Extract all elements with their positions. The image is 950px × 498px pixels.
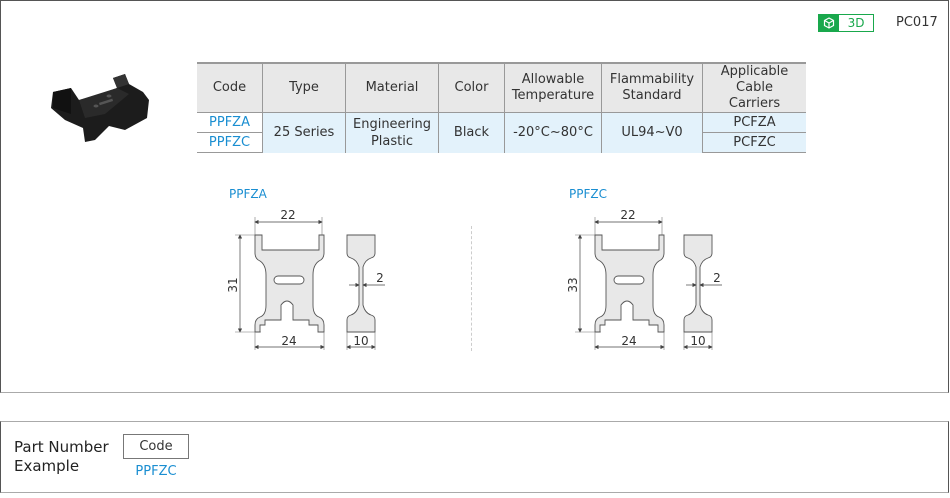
cube-icon	[819, 15, 839, 31]
drawing-divider	[471, 226, 472, 351]
svg-text:2: 2	[713, 271, 721, 285]
product-panel	[0, 0, 949, 393]
svg-text:10: 10	[353, 334, 368, 348]
svg-text:33: 33	[566, 277, 580, 292]
code-link-ppfzc[interactable]: PPFZC	[197, 132, 263, 153]
dimension-drawing-ppfza: 22 31 24 2 10	[225, 205, 390, 359]
product-code: PC017	[896, 15, 938, 30]
drawing-label-ppfza: PPFZA	[229, 187, 267, 201]
drawing-label-ppfzc: PPFZC	[569, 187, 607, 201]
svg-text:2: 2	[376, 271, 384, 285]
3d-view-button[interactable]: 3D	[818, 14, 874, 32]
svg-text:24: 24	[281, 334, 296, 348]
code-link-ppfza[interactable]: PPFZA	[197, 112, 263, 133]
flammability-cell: UL94~V0	[601, 112, 703, 153]
part-number-panel	[0, 421, 949, 493]
carrier-cell: PCFZA	[702, 112, 806, 133]
svg-text:22: 22	[620, 208, 635, 222]
svg-text:22: 22	[280, 208, 295, 222]
header-color: Color	[438, 62, 505, 113]
svg-text:24: 24	[621, 334, 636, 348]
header-type: Type	[262, 62, 346, 113]
temperature-cell: -20°C~80°C	[504, 112, 602, 153]
product-photo	[45, 70, 155, 145]
header-code: Code	[197, 62, 263, 113]
svg-text:31: 31	[226, 277, 240, 292]
svg-text:10: 10	[690, 334, 705, 348]
3d-label: 3D	[847, 16, 865, 30]
part-number-code-box: Code	[123, 434, 189, 459]
part-number-title: Part Number Example	[14, 438, 109, 475]
part-number-example-value: PPFZC	[135, 464, 177, 479]
carrier-cell: PCFZC	[702, 132, 806, 153]
header-material: Material	[345, 62, 439, 113]
dimension-drawing-ppfzc: 22 33 24 2 10	[565, 205, 730, 359]
color-cell: Black	[438, 112, 505, 153]
type-cell: 25 Series	[262, 112, 346, 153]
table-row: PPFZC PCFZC	[197, 132, 806, 153]
